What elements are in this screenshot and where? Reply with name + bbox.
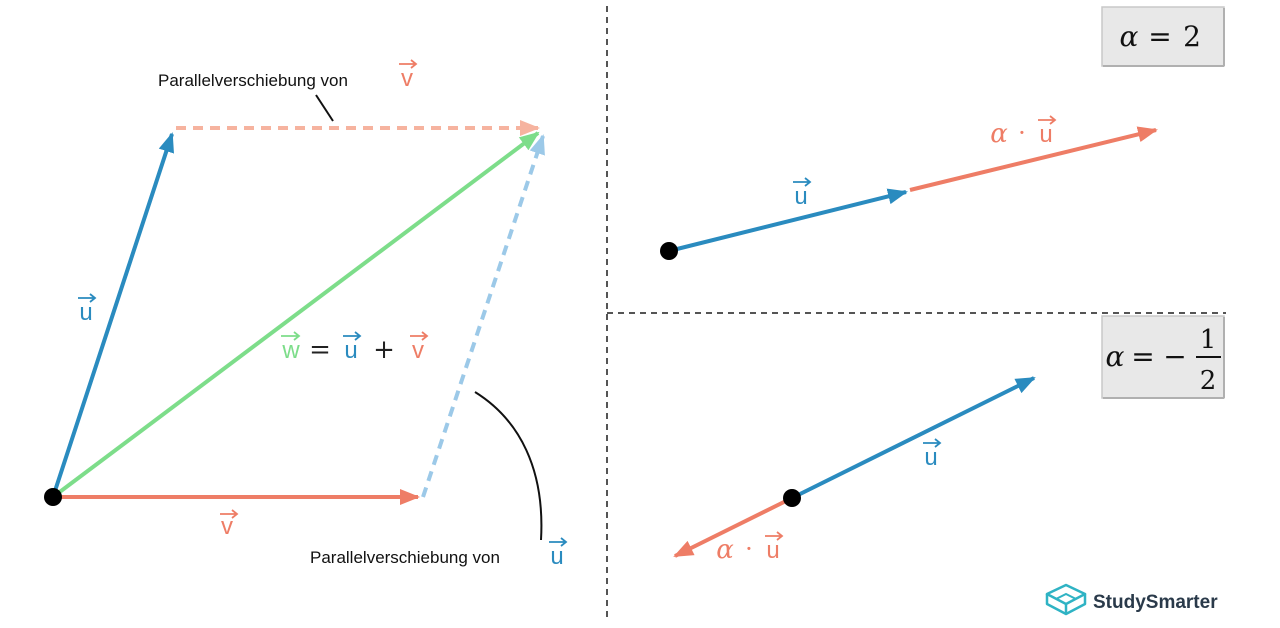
svg-text:Parallelverschiebung von: Parallelverschiebung von (158, 71, 348, 90)
caption-bottom-pointer (474, 391, 543, 541)
svg-text:=: = (1148, 20, 1171, 53)
sum-equation: w = u + v (281, 331, 429, 365)
svg-text:1: 1 (1200, 325, 1217, 355)
alpha-box-top: α = 2 (1101, 6, 1225, 67)
u-arrow (51, 132, 174, 498)
svg-text:·: · (745, 535, 753, 563)
svg-text:=: = (309, 335, 331, 365)
svg-text:α: α (716, 535, 734, 565)
svg-text:2: 2 (1200, 366, 1217, 396)
svg-text:α: α (990, 119, 1008, 149)
origin-point (44, 488, 62, 506)
label-u-left: u (79, 299, 92, 326)
w-arrow (51, 131, 540, 499)
vec-arrow-u-top (793, 177, 812, 187)
vec-arrow-u-left (78, 293, 97, 303)
brand-name: StudySmarter (1093, 592, 1218, 613)
svg-text:+: + (373, 335, 395, 365)
caption-translate-v: Parallelverschiebung von v (158, 59, 418, 92)
svg-text:Parallelverschiebung von: Parallelverschiebung von (310, 548, 500, 567)
svg-text:α: α (1106, 340, 1125, 373)
caption-top-pointer (315, 94, 334, 122)
svg-text:α: α (1120, 20, 1139, 53)
svg-text:v: v (412, 337, 424, 364)
u-arrow-bottom (791, 376, 1036, 500)
origin-point-bottom (783, 489, 801, 507)
svg-text:u: u (766, 537, 779, 564)
label-scaled-bottom: α · u (716, 531, 784, 565)
u-arrow-top (668, 188, 908, 253)
svg-text:−: − (1163, 340, 1186, 373)
label-scaled-top: α · u (990, 115, 1057, 149)
svg-text:2: 2 (1183, 20, 1201, 53)
svg-text:u: u (344, 337, 357, 364)
scaled-u-arrow-top (909, 126, 1158, 192)
origin-point-top (660, 242, 678, 260)
vec-arrow-u-bottom (923, 438, 942, 448)
svg-text:u: u (1039, 121, 1052, 148)
studysmarter-logo-icon (1045, 583, 1087, 616)
translated-u-arrow (421, 134, 545, 498)
svg-text:=: = (1131, 340, 1154, 373)
svg-text:u: u (550, 543, 563, 570)
label-u-bottom: u (924, 444, 937, 471)
vec-arrow-v-left (220, 509, 239, 519)
label-v-left: v (221, 513, 233, 540)
svg-text:v: v (401, 65, 413, 92)
svg-text:w: w (281, 337, 300, 364)
svg-text:·: · (1018, 119, 1026, 147)
scaled-u-arrow-bottom (673, 496, 793, 558)
label-u-top: u (794, 183, 807, 210)
alpha-box-bottom: α = − 1 2 (1101, 315, 1225, 399)
caption-translate-u: Parallelverschiebung von u (310, 537, 568, 570)
